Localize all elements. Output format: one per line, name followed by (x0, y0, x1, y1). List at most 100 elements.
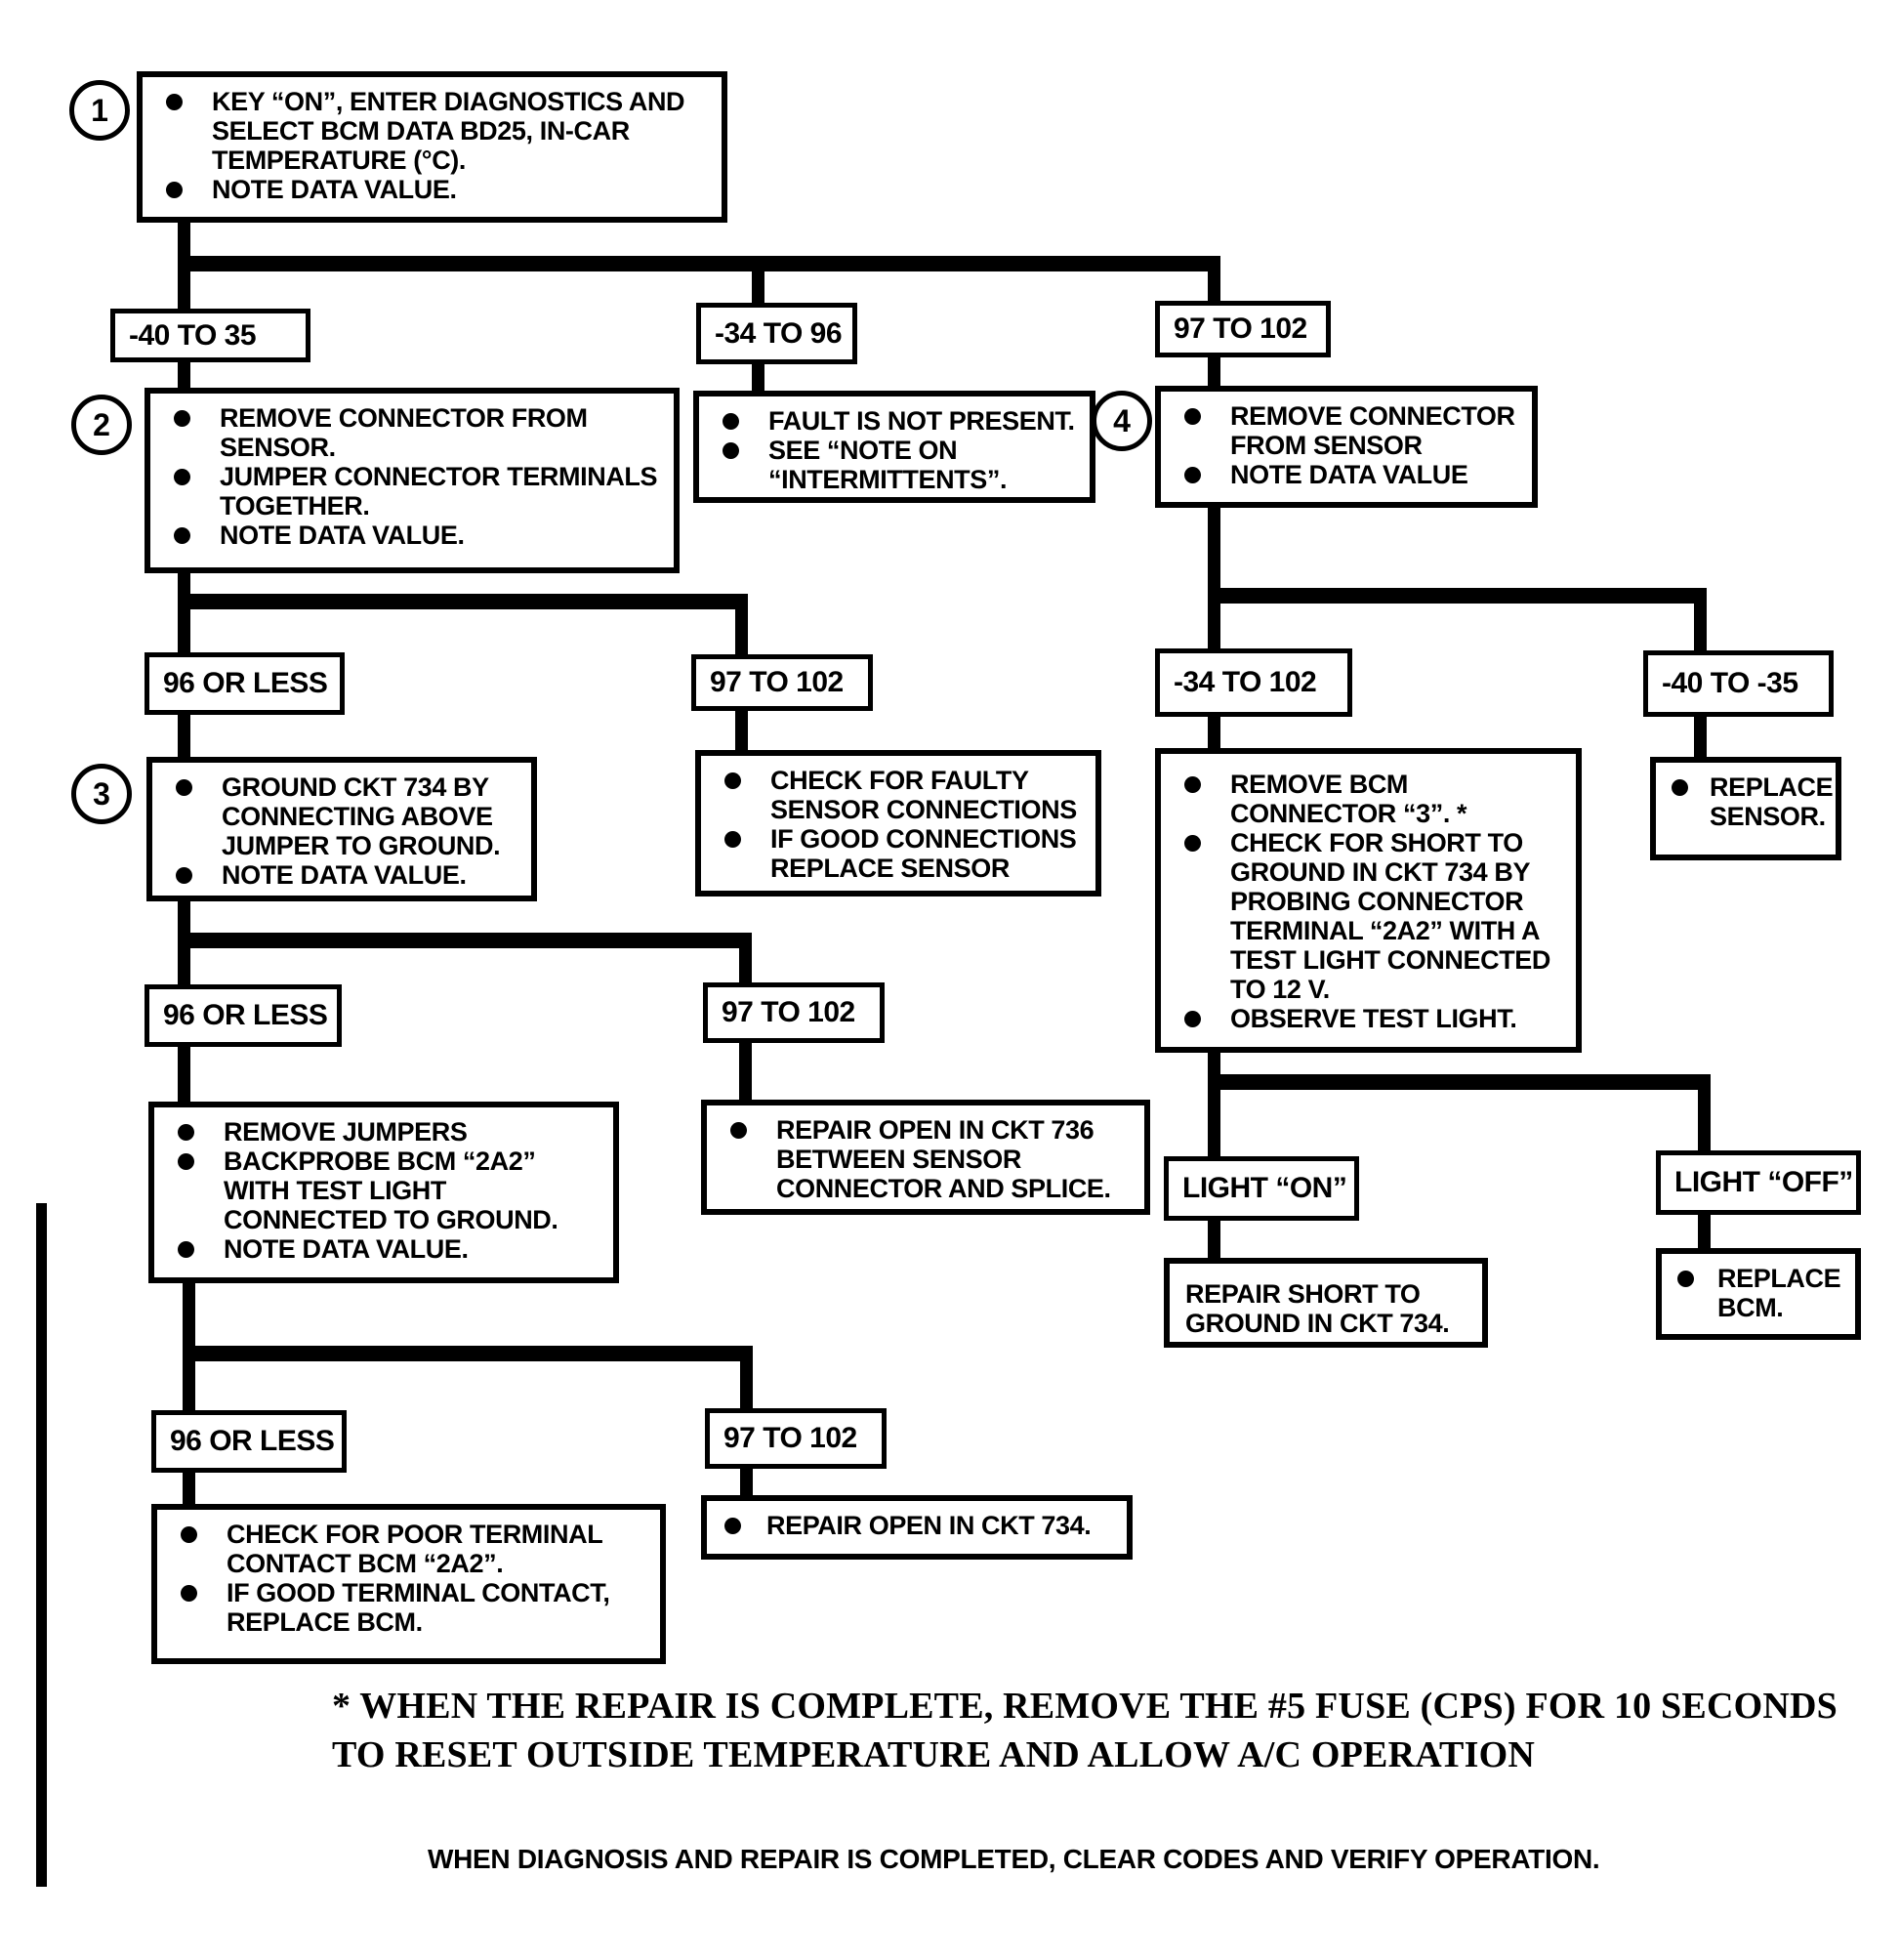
bullet-icon (1184, 408, 1201, 425)
bullet-text: NOTE DATA VALUE (1230, 460, 1468, 489)
replace-sensor-box: REPLACE SENSOR. (1650, 757, 1841, 860)
bullet-text: REMOVE BCM CONNECTOR “3”. * (1230, 770, 1467, 828)
connector (739, 933, 752, 986)
range-label-96-or-less-c: 96 OR LESS (151, 1410, 347, 1473)
bullet-text: JUMPER CONNECTOR TERMINALS TOGETHER. (220, 462, 658, 521)
connector (740, 1346, 753, 1410)
connector (178, 594, 748, 609)
bullet-text: REMOVE JUMPERS (224, 1117, 468, 1147)
connector (1694, 717, 1707, 759)
bullet-icon (1184, 776, 1201, 793)
remove-jumpers-box: REMOVE JUMPERS BACKPROBE BCM “2A2” WITH … (148, 1102, 619, 1283)
bullet-icon (724, 831, 741, 848)
connector (1208, 506, 1220, 650)
range-label-minus34-to-96: -34 TO 96 (696, 303, 857, 364)
bullet-text: OBSERVE TEST LIGHT. (1230, 1004, 1517, 1033)
replace-bcm-box: REPLACE BCM. (1656, 1248, 1861, 1340)
repair-short-ckt734-box: REPAIR SHORT TO GROUND IN CKT 734. (1164, 1258, 1488, 1348)
connector (178, 571, 190, 654)
bullet-icon (166, 94, 183, 110)
connector (183, 1346, 753, 1361)
bullet-text: GROUND CKT 734 BY CONNECTING ABOVE JUMPE… (222, 772, 501, 860)
bullet-icon (1677, 1271, 1694, 1287)
bullet-text: NOTE DATA VALUE. (224, 1234, 469, 1264)
bullet-text: CHECK FOR FAULTY SENSOR CONNECTIONS (770, 766, 1077, 824)
procedure-box-step4: REMOVE CONNECTOR FROM SENSOR NOTE DATA V… (1155, 386, 1538, 508)
connector (1208, 588, 1707, 604)
repair-open-ckt736-box: REPAIR OPEN IN CKT 736 BETWEEN SENSOR CO… (701, 1100, 1150, 1215)
bullet-text: NOTE DATA VALUE. (222, 860, 467, 890)
connector (178, 933, 752, 948)
connector (178, 713, 190, 759)
bullet-text: REPLACE SENSOR. (1710, 772, 1834, 831)
bullet-text: SEE “NOTE ON “INTERMITTENTS”. (768, 436, 1008, 494)
footnote-asterisk: * WHEN THE REPAIR IS COMPLETE, REMOVE TH… (332, 1686, 1838, 1775)
fault-not-present-box: FAULT IS NOT PRESENT. SEE “NOTE ON “INTE… (693, 391, 1095, 503)
check-terminal-contact-box: CHECK FOR POOR TERMINAL CONTACT BCM “2A2… (151, 1504, 666, 1664)
bullet-text: BACKPROBE BCM “2A2” WITH TEST LIGHT CONN… (224, 1147, 558, 1234)
bullet-icon (724, 1518, 741, 1534)
range-label-96-or-less-a: 96 OR LESS (145, 652, 345, 715)
bullet-text: NOTE DATA VALUE. (212, 175, 457, 204)
connector (752, 264, 764, 305)
step-circle-4: 4 (1092, 391, 1152, 451)
bullet-text: NOTE DATA VALUE. (220, 521, 465, 550)
range-label-97-to-102-b: 97 TO 102 (691, 654, 873, 711)
bullet-icon (181, 1526, 197, 1543)
connector (1208, 1051, 1220, 1158)
connector (1208, 1220, 1220, 1262)
bullet-text: IF GOOD TERMINAL CONTACT, REPLACE BCM. (227, 1578, 610, 1637)
procedure-box-step1: KEY “ON”, ENTER DIAGNOSTICS AND SELECT B… (137, 71, 727, 223)
bullet-text: REPLACE BCM. (1717, 1264, 1841, 1322)
connector (1208, 1074, 1711, 1090)
bullet-icon (1672, 779, 1688, 796)
connector (739, 1043, 752, 1102)
connector (1698, 1074, 1711, 1152)
connector (1208, 716, 1220, 752)
bullet-icon (174, 469, 190, 485)
bullet-text: REPAIR OPEN IN CKT 736 BETWEEN SENSOR CO… (776, 1115, 1111, 1203)
connector (178, 359, 190, 391)
bullet-icon (723, 413, 739, 430)
procedure-box-step2: REMOVE CONNECTOR FROM SENSOR. JUMPER CON… (145, 388, 680, 573)
bullet-icon (724, 772, 741, 789)
connector (183, 1472, 195, 1506)
bullet-icon (1184, 1011, 1201, 1027)
bullet-text: CHECK FOR SHORT TO GROUND IN CKT 734 BY … (1230, 828, 1550, 1004)
bullet-text: REMOVE CONNECTOR FROM SENSOR (1230, 401, 1515, 460)
connector (752, 361, 764, 393)
connector (1208, 264, 1220, 303)
connector (740, 1468, 753, 1498)
bullet-text: FAULT IS NOT PRESENT. (768, 406, 1075, 436)
bullet-icon (178, 1124, 194, 1141)
connector (178, 1045, 190, 1104)
bullet-icon (176, 779, 192, 796)
range-label-97-to-102-d: 97 TO 102 (705, 1408, 887, 1469)
range-label-minus40-to-minus35: -40 TO -35 (1643, 650, 1834, 717)
bullet-text: REPAIR OPEN IN CKT 734. (766, 1511, 1092, 1540)
bullet-text: KEY “ON”, ENTER DIAGNOSTICS AND SELECT B… (212, 87, 685, 175)
step-circle-3: 3 (71, 764, 132, 824)
revision-change-bar (36, 1203, 47, 1887)
bullet-icon (178, 1241, 194, 1258)
step-circle-2: 2 (71, 395, 132, 455)
bullet-icon (723, 442, 739, 459)
bullet-icon (178, 1153, 194, 1170)
range-label-96-or-less-b: 96 OR LESS (145, 984, 342, 1047)
bullet-icon (176, 867, 192, 884)
range-label-minus40-to-35: -40 TO 35 (110, 309, 310, 362)
connector (1694, 588, 1707, 652)
label-light-on: LIGHT “ON” (1164, 1156, 1359, 1221)
bullet-text: REMOVE CONNECTOR FROM SENSOR. (220, 403, 588, 462)
bullet-icon (174, 527, 190, 544)
bullet-icon (730, 1122, 747, 1139)
connector (1208, 354, 1220, 388)
bullet-icon (1184, 835, 1201, 852)
step-circle-1: 1 (69, 80, 130, 141)
bullet-text: CHECK FOR POOR TERMINAL CONTACT BCM “2A2… (227, 1520, 602, 1578)
label-light-off: LIGHT “OFF” (1656, 1150, 1861, 1215)
range-label-97-to-102-c: 97 TO 102 (703, 982, 885, 1043)
range-label-minus34-to-102: -34 TO 102 (1155, 648, 1352, 717)
bullet-icon (174, 410, 190, 427)
